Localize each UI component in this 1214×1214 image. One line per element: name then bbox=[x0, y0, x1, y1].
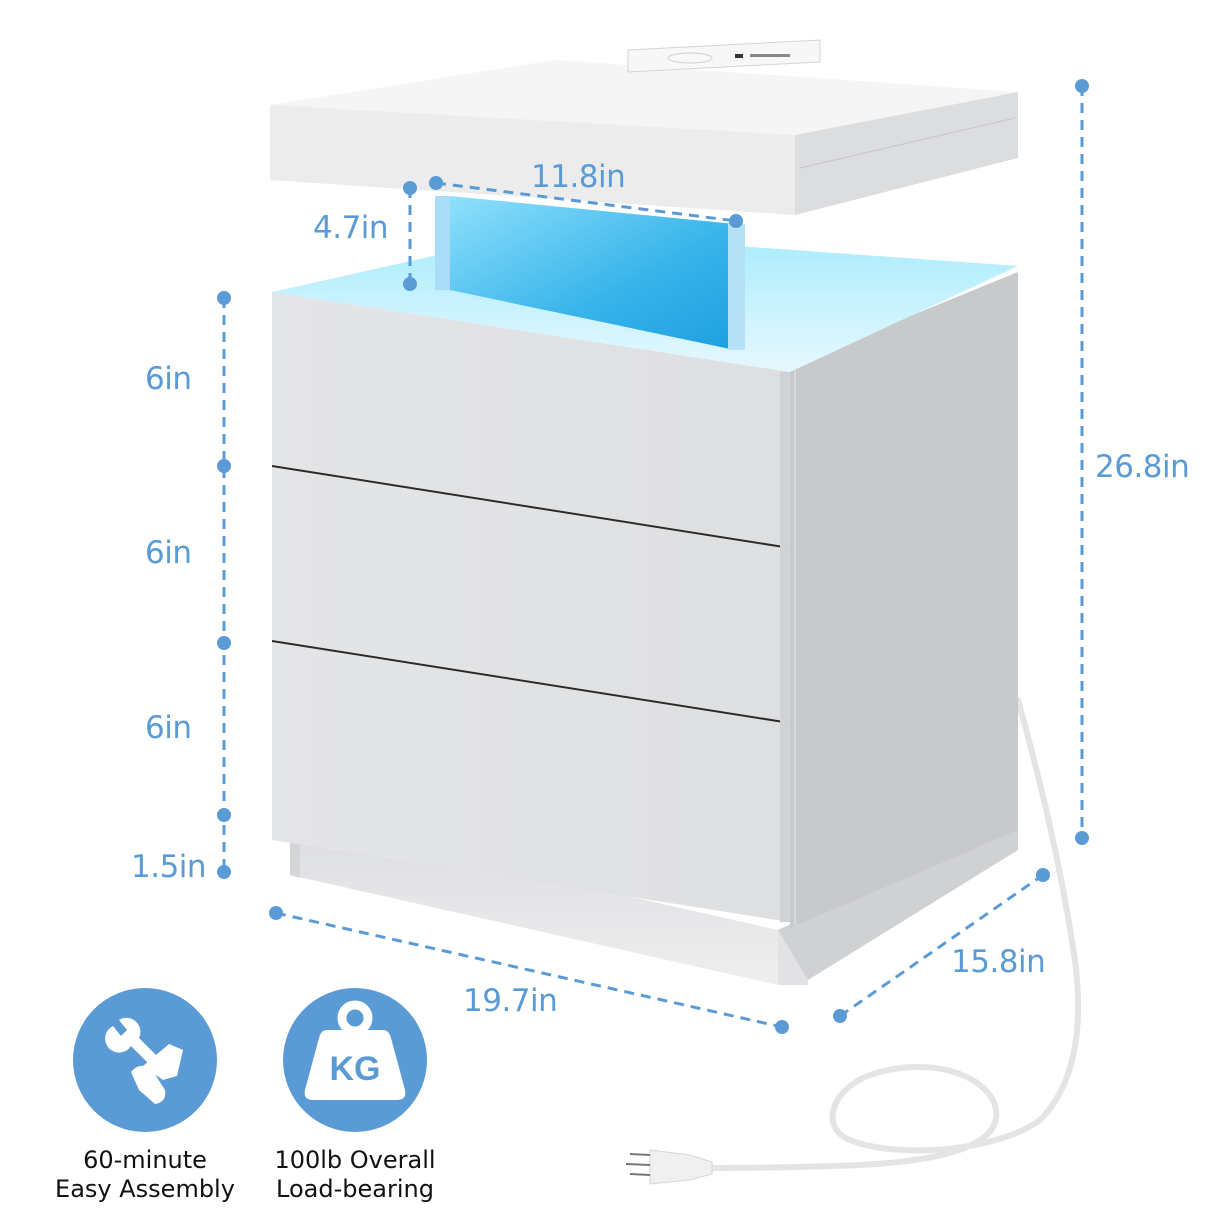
dim-drawer-3-height: 6in bbox=[145, 710, 192, 746]
feature-1-line-1: 60-minute bbox=[83, 1146, 207, 1174]
feature-2-line-1: 100lb Overall bbox=[274, 1146, 436, 1174]
dimension-endpoints bbox=[217, 79, 1089, 1034]
feature-2-line-2: Load-bearing bbox=[276, 1174, 434, 1203]
feature-load-bearing: KG 100lb Overall Load-bearing bbox=[260, 988, 450, 1204]
dim-drawer-2-height: 6in bbox=[145, 535, 192, 571]
power-cord bbox=[697, 697, 1082, 1171]
drawer-stack bbox=[271, 292, 791, 922]
cabinet-side-panel bbox=[790, 272, 1018, 928]
dim-total-height: 26.8in bbox=[1095, 449, 1190, 485]
wrench-hand-icon bbox=[73, 988, 217, 1132]
control-panel[interactable] bbox=[627, 39, 821, 73]
kg-weight-icon: KG bbox=[283, 988, 427, 1132]
svg-text:KG: KG bbox=[330, 1050, 381, 1088]
dim-width: 19.7in bbox=[463, 983, 558, 1019]
feature-1-line-2: Easy Assembly bbox=[55, 1174, 235, 1203]
dim-depth: 15.8in bbox=[951, 944, 1046, 980]
dim-base-height: 1.5in bbox=[131, 849, 207, 885]
led-shelf-back bbox=[450, 196, 735, 350]
drawer-1[interactable] bbox=[272, 292, 790, 547]
dim-shelf-width: 11.8in bbox=[531, 159, 626, 195]
dim-shelf-height: 4.7in bbox=[313, 210, 389, 246]
drawer-3[interactable] bbox=[272, 642, 790, 922]
dimension-lines bbox=[222, 86, 1084, 1029]
wireless-charger-icon[interactable] bbox=[667, 52, 713, 64]
power-plug-icon bbox=[625, 1149, 713, 1185]
feature-easy-assembly: 60-minute Easy Assembly bbox=[50, 988, 240, 1204]
dim-drawer-1-height: 6in bbox=[145, 361, 192, 397]
drawer-2[interactable] bbox=[272, 467, 790, 722]
usb-port-icon[interactable] bbox=[735, 54, 743, 58]
table-top bbox=[270, 60, 1018, 215]
